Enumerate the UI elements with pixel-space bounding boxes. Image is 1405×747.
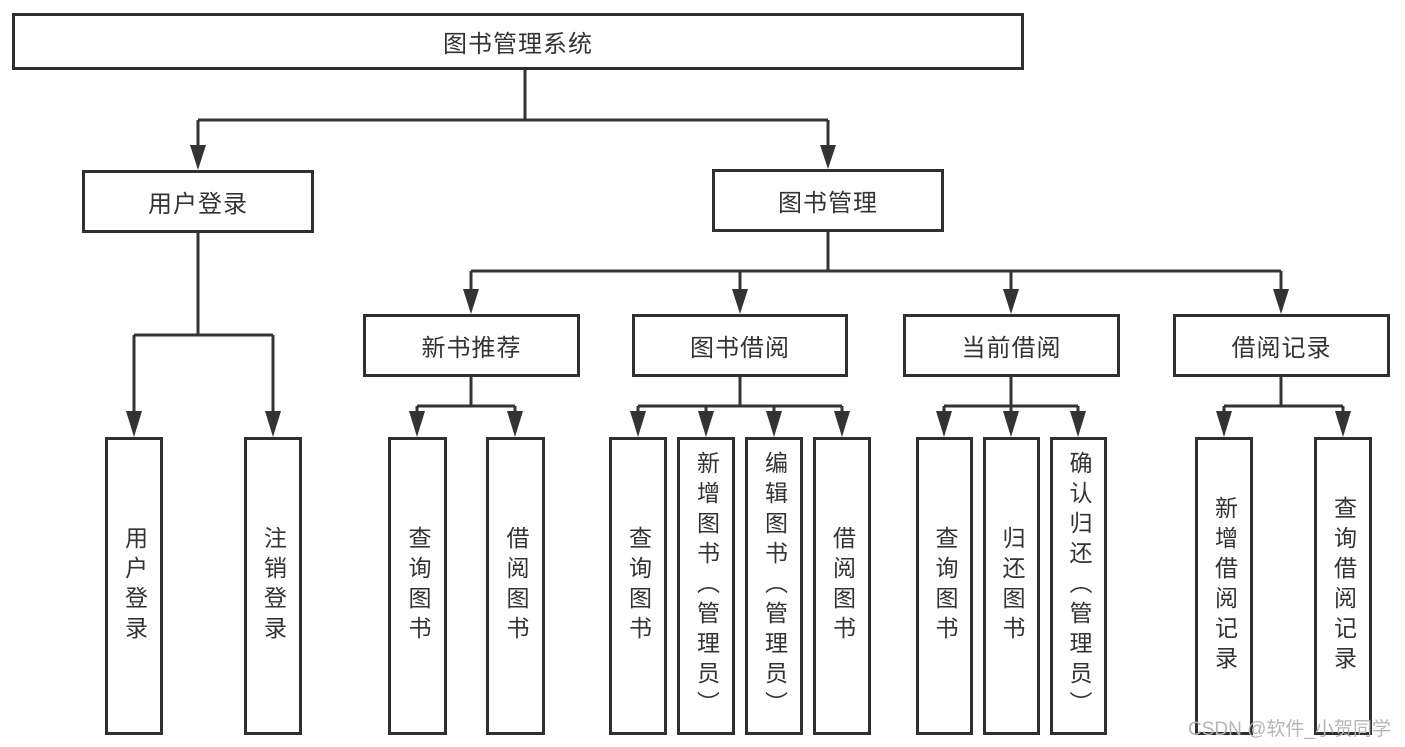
connector-root-to-level2 bbox=[190, 70, 836, 170]
watermark: CSDN @软件_小贺同学 bbox=[1188, 719, 1391, 740]
node-add-borrow-record: 新增借阅记录 bbox=[1195, 437, 1253, 735]
node-label: 查询图书 bbox=[932, 526, 958, 646]
arrowhead-icon bbox=[1216, 411, 1232, 437]
node-label: 归还图书 bbox=[999, 526, 1025, 646]
arrowhead-icon bbox=[1273, 289, 1289, 314]
connector-book-management-children bbox=[463, 232, 1289, 314]
node-label: 图书管理系统 bbox=[443, 31, 593, 58]
node-label: 用户登录 bbox=[148, 191, 248, 218]
node-label: 查询图书 bbox=[625, 526, 652, 646]
node-return-books: 归还图书 bbox=[983, 437, 1040, 735]
node-book-borrowing: 图书借阅 bbox=[632, 314, 848, 377]
arrowhead-icon bbox=[265, 411, 281, 437]
connector-current-borrowing-children bbox=[936, 377, 1086, 437]
arrowhead-icon bbox=[936, 411, 952, 437]
node-label: 借阅记录 bbox=[1231, 335, 1332, 362]
node-query-books-1: 查询图书 bbox=[388, 437, 447, 735]
arrowhead-icon bbox=[766, 411, 782, 437]
node-label: 图书管理 bbox=[778, 190, 878, 217]
arrowhead-icon bbox=[698, 411, 714, 437]
node-current-borrowing: 当前借阅 bbox=[903, 314, 1120, 377]
node-label: 编辑图书（管理员） bbox=[761, 451, 788, 721]
arrowhead-icon bbox=[1003, 289, 1019, 314]
arrowhead-icon bbox=[1335, 411, 1351, 437]
node-user-login-leaf: 用户登录 bbox=[105, 437, 163, 735]
arrowhead-icon bbox=[1070, 411, 1086, 437]
node-label: 查询借阅记录 bbox=[1330, 496, 1357, 676]
node-label: 图书借阅 bbox=[690, 335, 790, 362]
connector-borrowing-records-children bbox=[1216, 377, 1351, 437]
node-borrowing-records: 借阅记录 bbox=[1173, 314, 1390, 377]
node-edit-books-admin: 编辑图书（管理员） bbox=[745, 437, 803, 735]
arrowhead-icon bbox=[463, 289, 479, 314]
node-library-management-system: 图书管理系统 bbox=[12, 13, 1024, 70]
node-label: 借阅图书 bbox=[829, 526, 856, 646]
arrowhead-icon bbox=[820, 145, 836, 169]
node-new-book-recommend: 新书推荐 bbox=[363, 314, 580, 377]
node-query-books-3: 查询图书 bbox=[916, 437, 973, 735]
node-label: 查询图书 bbox=[405, 526, 431, 646]
node-book-management: 图书管理 bbox=[712, 169, 944, 232]
node-label: 借阅图书 bbox=[503, 526, 529, 646]
arrowhead-icon bbox=[732, 289, 748, 314]
node-label: 用户登录 bbox=[121, 526, 148, 646]
node-confirm-return-admin: 确认归还（管理员） bbox=[1050, 437, 1107, 735]
arrowhead-icon bbox=[190, 145, 206, 170]
node-user-login: 用户登录 bbox=[82, 170, 314, 233]
connector-book-borrowing-children bbox=[630, 377, 850, 437]
arrowhead-icon bbox=[126, 411, 142, 437]
node-label: 新增借阅记录 bbox=[1211, 496, 1238, 676]
arrowhead-icon bbox=[834, 411, 850, 437]
node-label: 新书推荐 bbox=[421, 335, 522, 362]
node-query-borrow-record: 查询借阅记录 bbox=[1314, 437, 1372, 735]
node-borrow-books-2: 借阅图书 bbox=[813, 437, 871, 735]
arrowhead-icon bbox=[1003, 411, 1019, 437]
node-query-books-2: 查询图书 bbox=[609, 437, 667, 735]
node-label: 注销登录 bbox=[260, 526, 287, 646]
node-borrow-books-1: 借阅图书 bbox=[486, 437, 545, 735]
node-label: 新增图书（管理员） bbox=[693, 451, 720, 721]
node-logout-login: 注销登录 bbox=[244, 437, 302, 735]
node-label: 确认归还（管理员） bbox=[1066, 451, 1092, 721]
node-label: 当前借阅 bbox=[961, 335, 1062, 362]
node-add-books-admin: 新增图书（管理员） bbox=[677, 437, 735, 735]
connector-user-login-children bbox=[126, 233, 281, 437]
arrowhead-icon bbox=[630, 411, 646, 437]
arrowhead-icon bbox=[409, 411, 425, 437]
connector-new-book-recommend-children bbox=[409, 377, 523, 437]
arrowhead-icon bbox=[507, 411, 523, 437]
